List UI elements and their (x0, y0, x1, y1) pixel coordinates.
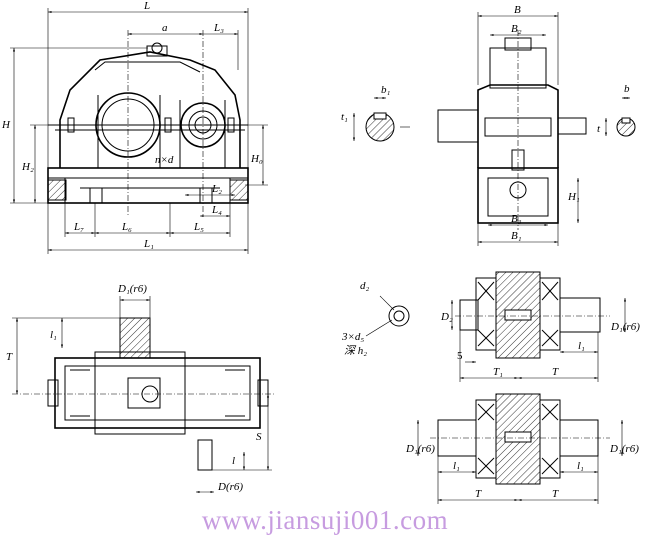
label-L1: L₁ (143, 238, 154, 250)
label-H0: H₀ (250, 153, 263, 165)
label-L5: L₅ (193, 221, 204, 233)
label-D2: D₂ (440, 311, 453, 323)
keyway-section-left (352, 96, 410, 142)
label-L7: L₇ (73, 221, 84, 233)
label-H2: H₂ (21, 161, 34, 173)
label-d2: d₂ (360, 280, 370, 292)
label-D1r6-right: D₁(r6) (610, 321, 640, 333)
label-L2: L₂ (211, 183, 222, 195)
label-L6: L₆ (121, 221, 132, 233)
label-B2: B₂ (511, 23, 522, 35)
label-five: 5 (457, 350, 463, 362)
label-B3: B₃ (511, 213, 522, 225)
side-view (437, 12, 587, 246)
label-l1-r2a: l₁ (453, 460, 460, 472)
label-l1-r2b: l₁ (577, 460, 584, 472)
label-L3: L₃ (213, 22, 224, 34)
label-h2: 深 h₂ (344, 344, 367, 357)
label-l1-left: l₁ (50, 329, 57, 341)
label-Dr6: D(r6) (217, 481, 243, 493)
label-t: t (597, 123, 601, 135)
watermark-url: www.jiansuji001.com (201, 505, 449, 535)
label-B: B (514, 4, 521, 16)
label-t1: t₁ (341, 111, 348, 123)
top-view (12, 296, 275, 494)
shaft-section-double (416, 393, 624, 504)
label-B1: B₁ (511, 230, 522, 242)
keyway-section-right (604, 96, 636, 137)
label-D1r6-r2b: D₁(r6) (609, 443, 639, 455)
label-T-left: T (6, 351, 13, 363)
label-L4: L₄ (211, 204, 222, 216)
label-nxd: n×d (155, 154, 174, 166)
label-L: L (143, 0, 150, 12)
label-S: S (256, 431, 262, 443)
label-T-r2a: T (475, 488, 482, 500)
label-b: b (624, 83, 630, 95)
label-D1r6-r2a: D₁(r6) (405, 443, 435, 455)
label-T-r1: T (552, 366, 559, 378)
label-H1: H₁ (567, 191, 580, 203)
label-a: a (162, 22, 168, 34)
label-l-left: l (232, 455, 235, 467)
label-b1: b₁ (381, 84, 391, 96)
hole-detail (365, 295, 410, 337)
label-H: H (1, 119, 11, 131)
label-l1-r1: l₁ (578, 340, 585, 352)
label-d5: 3×d₅ (341, 331, 364, 343)
label-T1: T₁ (493, 366, 503, 378)
label-T-r2b: T (552, 488, 559, 500)
label-D1r6-top: D₁(r6) (117, 283, 147, 295)
front-view (10, 8, 268, 254)
shaft-section-single (450, 271, 627, 382)
dimension-labels: L a L₃ H H₂ H₀ n×d L₂ L₄ L₇ L₆ L₅ L₁ B B… (1, 0, 640, 500)
